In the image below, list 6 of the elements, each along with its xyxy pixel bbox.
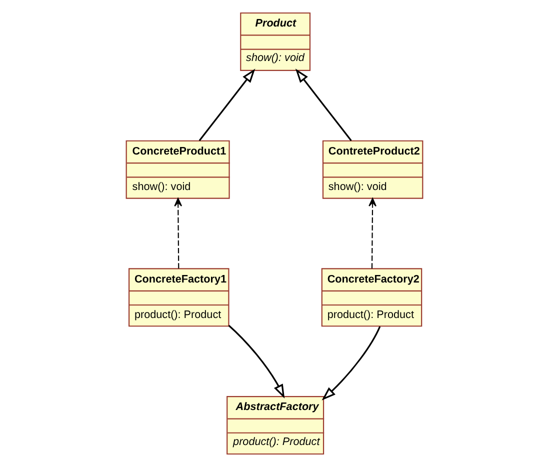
arrow xyxy=(174,198,182,268)
arrow xyxy=(198,68,255,142)
arrow xyxy=(321,326,380,400)
arrow xyxy=(294,68,352,142)
arrow xyxy=(368,198,376,268)
arrow xyxy=(228,324,284,399)
